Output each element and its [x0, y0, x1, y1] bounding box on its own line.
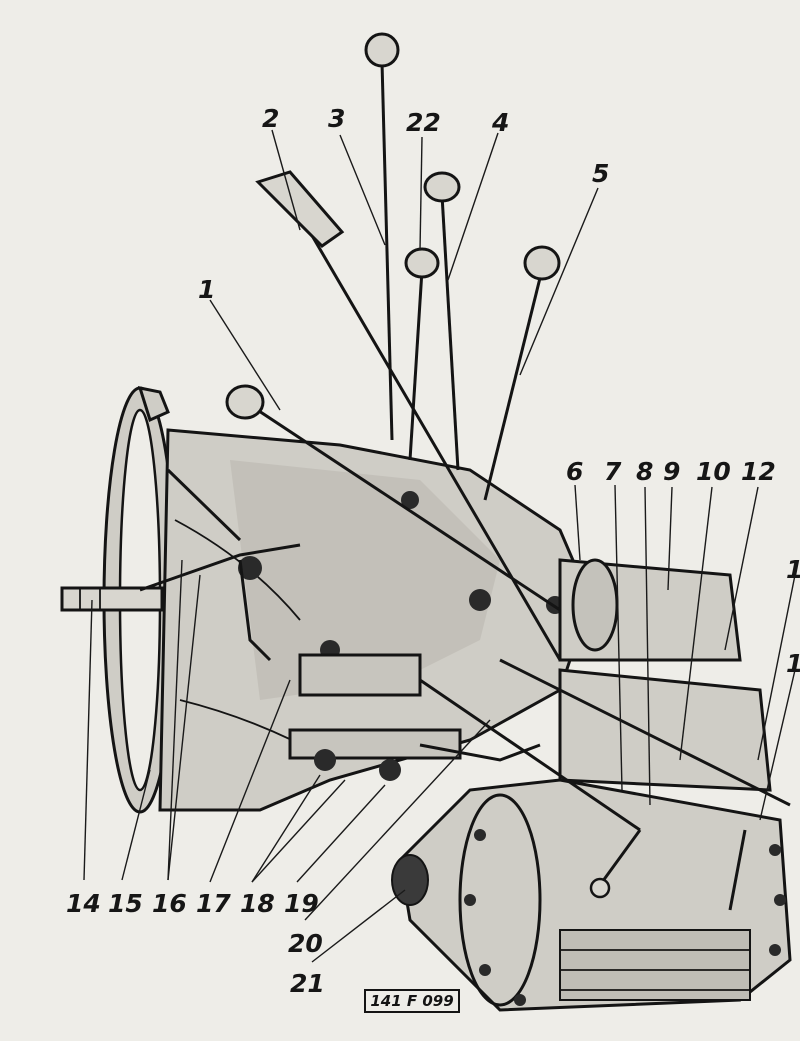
figure-code-label: 141 F 099 — [364, 989, 460, 1013]
callout-12: 12 — [741, 457, 776, 486]
callout-2: 2 — [262, 104, 279, 133]
callout-labels: 2 3 22 4 5 1 6 7 8 9 10 12 1 1 14 15 16 … — [66, 104, 800, 998]
lower-linkage — [419, 678, 747, 911]
callout-6: 6 — [566, 457, 583, 486]
callout-21: 21 — [290, 969, 325, 998]
leader-lines — [83, 129, 796, 963]
callout-11-truncated: 1 — [786, 555, 800, 584]
transfer-case — [391, 778, 792, 1012]
callout-7: 7 — [604, 457, 622, 486]
callout-16: 16 — [152, 889, 187, 918]
input-shaft — [60, 586, 164, 612]
callout-5: 5 — [592, 159, 609, 188]
callout-17: 17 — [196, 889, 231, 918]
callout-20: 20 — [288, 929, 323, 958]
callout-19: 19 — [284, 889, 319, 918]
callout-9: 9 — [663, 457, 680, 486]
callout-4: 4 — [491, 108, 509, 137]
selector-block — [288, 653, 541, 781]
rear-housing — [558, 558, 772, 792]
callout-15: 15 — [108, 889, 143, 918]
callout-1: 1 — [198, 275, 215, 304]
callout-8: 8 — [636, 457, 653, 486]
callout-3: 3 — [328, 104, 345, 133]
shift-bracket — [139, 468, 301, 662]
callout-13-truncated: 1 — [786, 649, 800, 678]
callout-14: 14 — [66, 889, 101, 918]
callout-10: 10 — [696, 457, 731, 486]
callout-18: 18 — [240, 889, 275, 918]
callout-22: 22 — [406, 108, 441, 137]
shift-levers — [225, 32, 791, 807]
